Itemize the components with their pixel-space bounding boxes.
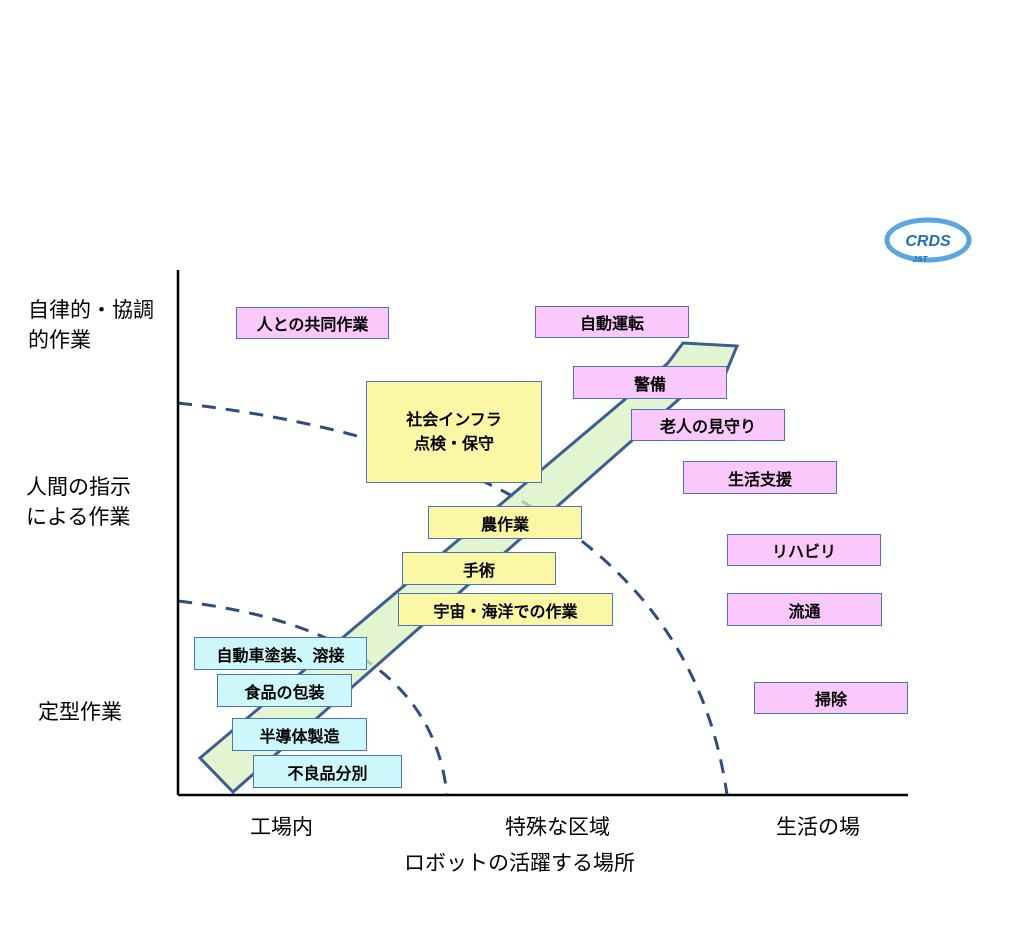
logo-subtext: JST [913,255,929,264]
box-autonomous-driving: 自動運転 [535,306,689,338]
box-semiconductor: 半導体製造 [232,718,367,751]
y-label-routine: 定型作業 [38,700,122,724]
box-human-collaboration: 人との共同作業 [236,307,389,339]
box-surgery: 手術 [402,552,556,585]
box-infrastructure-inspection: 社会インフラ 点検・保守 [366,381,542,483]
box-defect-sorting: 不良品分別 [253,755,402,788]
y-label-human-instructed: 人間の指示 による作業 [26,472,131,532]
crds-logo: CRDS JST [884,217,972,264]
box-cleaning: 掃除 [754,682,908,714]
box-logistics: 流通 [727,593,882,626]
box-agriculture: 農作業 [428,506,582,539]
x-axis-title: ロボットの活躍する場所 [404,851,635,875]
y-label-autonomous-line1: 自律的・協調 [28,298,154,322]
y-label-autonomous-line2: 的作業 [28,328,91,352]
box-security: 警備 [573,366,727,399]
box-space-ocean-work: 宇宙・海洋での作業 [398,593,613,626]
x-label-factory: 工場内 [250,815,313,839]
box-food-packaging: 食品の包装 [217,674,352,707]
box-infrastructure-line1: 社会インフラ [406,410,502,429]
box-rehabilitation: リハビリ [727,534,881,566]
box-elderly-monitoring: 老人の見守り [631,409,785,441]
x-label-special-area: 特殊な区域 [505,815,610,839]
logo-text: CRDS [905,233,951,250]
box-life-support: 生活支援 [683,461,837,494]
x-label-living-space: 生活の場 [776,815,860,839]
y-label-human-instructed-line2: による作業 [26,505,131,529]
box-car-painting-welding: 自動車塗装、溶接 [194,637,367,670]
box-infrastructure-line2: 点検・保守 [413,434,494,453]
y-label-human-instructed-line1: 人間の指示 [26,475,131,499]
y-label-autonomous: 自律的・協調 的作業 [28,295,154,355]
